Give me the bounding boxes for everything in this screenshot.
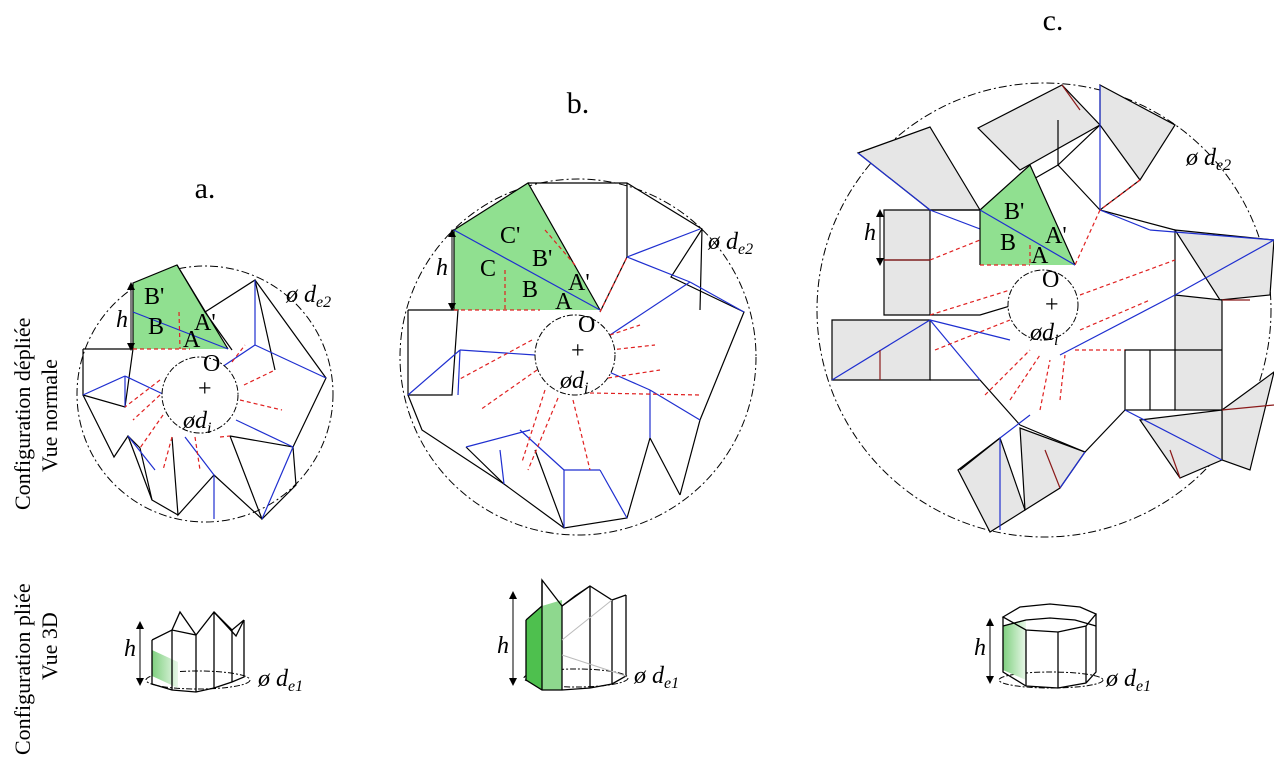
label-A: A <box>555 289 573 315</box>
svg-text:Configuration pliée: Configuration pliée <box>10 583 35 755</box>
label-A: A <box>1031 243 1049 269</box>
de2-label: ø de2 <box>1185 145 1231 174</box>
label-B-prime: B' <box>144 284 164 310</box>
center-plus: + <box>571 338 585 364</box>
outer-circle-de2 <box>76 265 334 523</box>
gray-panels <box>831 84 1274 533</box>
di-label: ødi <box>182 408 211 437</box>
panel-b-letter: b. <box>567 87 590 120</box>
h-label: h <box>116 307 128 333</box>
red-fold-lines <box>454 229 701 471</box>
label-B: B <box>1000 230 1016 256</box>
label-A-prime: A' <box>568 270 590 296</box>
de1-label: ø de1 <box>1105 666 1151 695</box>
di-label: ødi <box>559 368 588 397</box>
di-label: ødi <box>1029 320 1058 349</box>
panel-c: c. <box>816 4 1274 695</box>
blue-fold-lines <box>831 85 1274 530</box>
blue-fold-lines <box>407 228 745 528</box>
svg-text:Vue 3D: Vue 3D <box>37 612 62 680</box>
panel-c-letter: c. <box>1043 4 1064 37</box>
label-O: O <box>203 351 220 377</box>
h-label: h <box>436 255 448 281</box>
label-A-prime: A' <box>194 310 216 336</box>
label-C: C <box>480 256 496 282</box>
label-A: A <box>183 327 201 353</box>
panel-b-3d-view: h ø de1 <box>497 578 679 692</box>
highlight-region <box>980 165 1075 265</box>
red-fold-lines <box>124 311 283 471</box>
panel-a-letter: a. <box>195 172 216 205</box>
label-C-prime: C' <box>500 223 520 249</box>
h-label: h <box>864 220 876 246</box>
outer-circle-de2 <box>399 178 757 536</box>
de1-label: ø de1 <box>257 666 303 695</box>
outer-circle-de2 <box>816 82 1272 538</box>
red-fold-lines <box>929 179 1176 411</box>
inner-circle-di <box>534 314 616 396</box>
row-label-unfolded: Configuration dépliée Vue normale <box>10 318 62 510</box>
de2-label: ø de2 <box>285 282 331 311</box>
de1-label: ø de1 <box>633 663 679 692</box>
panel-b: b. <box>399 87 757 692</box>
dark-red-creases <box>879 84 1274 489</box>
highlight-region <box>454 183 600 310</box>
inner-circle-di <box>161 356 239 434</box>
panel-a-3d-view: h ø de1 <box>124 610 303 695</box>
h-label-3d: h <box>974 635 986 661</box>
label-B: B <box>148 314 164 340</box>
label-O: O <box>578 312 595 338</box>
highlight-region <box>133 265 228 349</box>
label-B-prime: B' <box>532 246 552 272</box>
svg-text:Configuration dépliée: Configuration dépliée <box>10 318 35 510</box>
h-label-3d: h <box>124 636 136 662</box>
panel-a: a. <box>76 172 334 695</box>
center-plus: + <box>198 376 212 402</box>
label-B-prime: B' <box>1004 199 1024 225</box>
panel-c-3d-view: h ø de1 <box>974 603 1151 695</box>
row-label-folded: Configuration pliée Vue 3D <box>10 583 62 755</box>
h-label-3d: h <box>497 633 509 659</box>
inner-circle-di <box>1007 269 1079 341</box>
svg-text:Vue normale: Vue normale <box>37 359 62 472</box>
label-B: B <box>522 277 538 303</box>
de2-label: ø de2 <box>707 229 753 258</box>
center-plus: + <box>1045 292 1059 318</box>
label-A-prime: A' <box>1045 223 1067 249</box>
label-O: O <box>1042 267 1059 293</box>
